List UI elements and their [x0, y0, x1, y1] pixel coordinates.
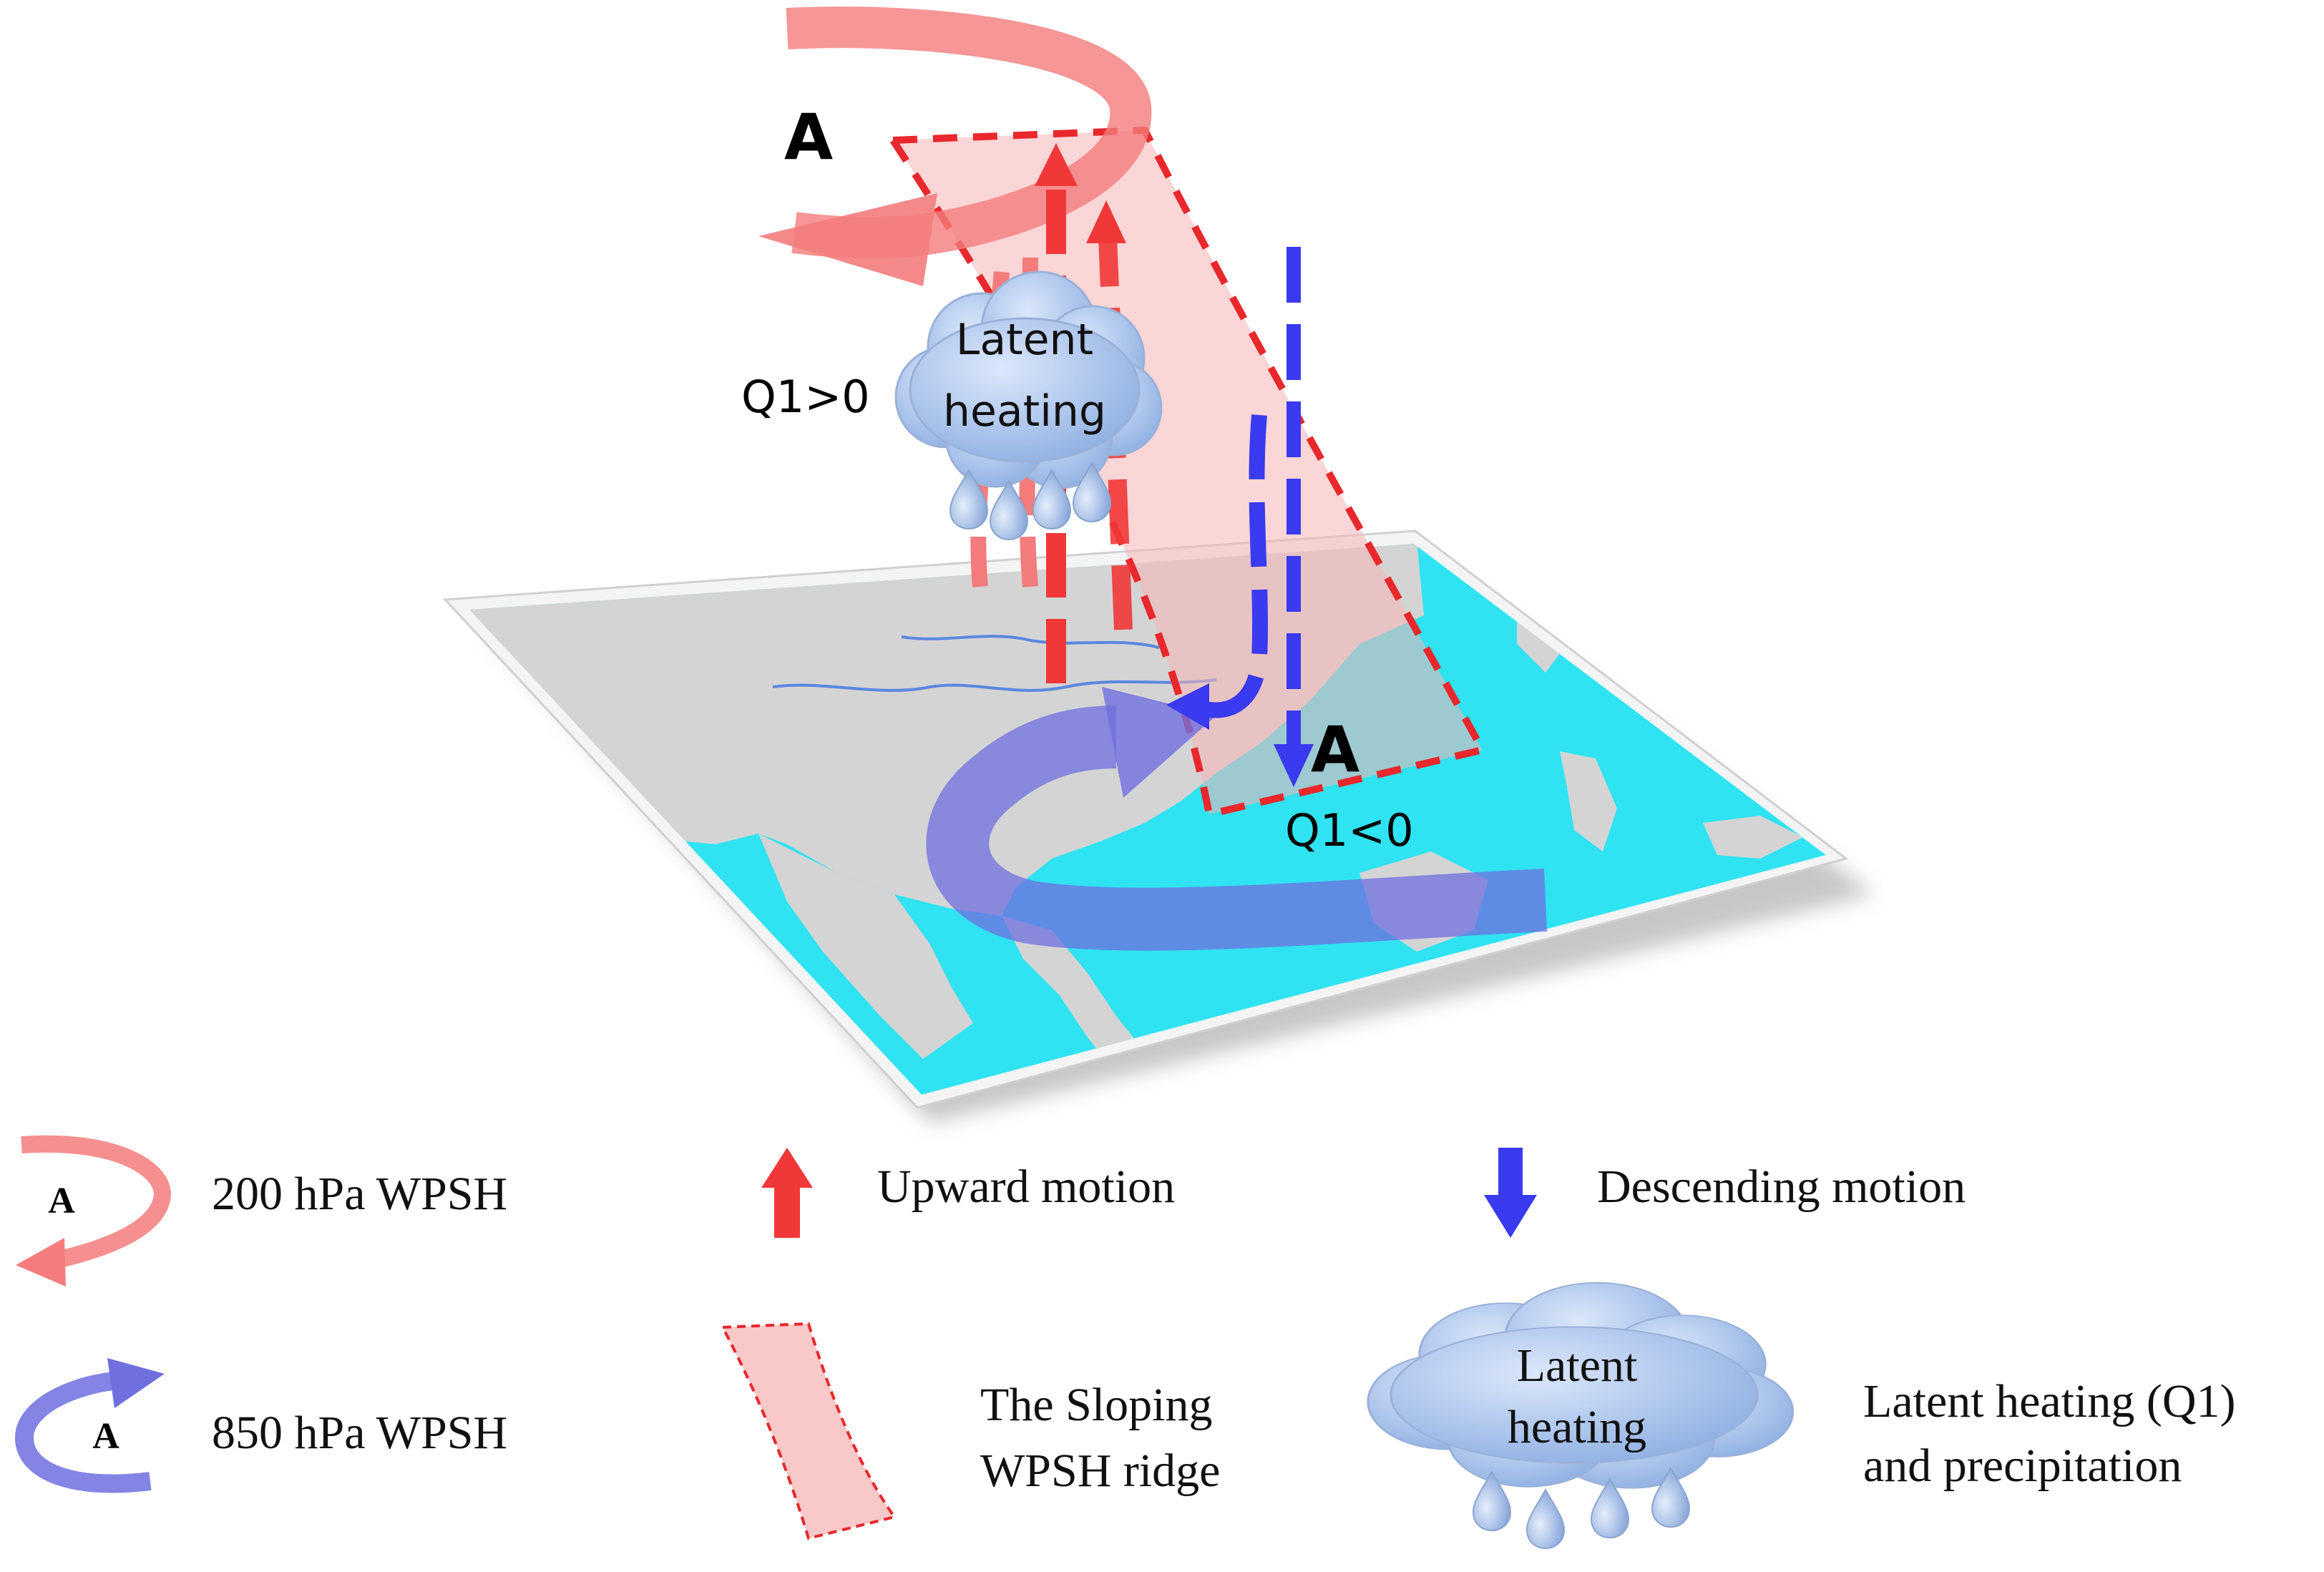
descending-arrow-icon: [1484, 1148, 1537, 1238]
legend-850hpa-label: 850 hPa WPSH: [212, 1407, 507, 1459]
legend: A 200 hPa WPSH A 850 hPa WPSH Upward mot…: [15, 1135, 2235, 1549]
upward-arrow-icon: [761, 1148, 813, 1238]
anticyclone-850hpa-icon: [15, 1358, 165, 1493]
legend-850hpa-symbol: A: [92, 1416, 119, 1457]
map-river: [772, 678, 1217, 692]
descending-motion-arrows: [1166, 247, 1314, 787]
label-q1-positive: Q1>0: [741, 371, 870, 423]
map-land-south-asia: [758, 834, 973, 1059]
sloping-ridge-icon: [720, 1322, 897, 1541]
legend-descending-label: Descending motion: [1597, 1161, 1966, 1213]
map-river-north: [901, 635, 1160, 649]
legend-ridge-line2: WPSH ridge: [980, 1445, 1220, 1497]
cloud-text-line1: Latent: [956, 315, 1093, 365]
map-land-philippines: [1560, 751, 1617, 851]
cloud-text-line2: heating: [943, 386, 1106, 436]
legend-heating-line2: and precipitation: [1863, 1440, 2182, 1492]
legend-upward-label: Upward motion: [877, 1161, 1175, 1213]
latent-heating-cloud: Latent heating: [894, 270, 1163, 540]
map-land-new-guinea: [1703, 816, 1803, 859]
label-a-upper: A: [784, 100, 833, 174]
label-a-lower: A: [1311, 713, 1359, 786]
map-land-indochina: [1002, 916, 1145, 1073]
anticyclone-200hpa-icon: [16, 1135, 171, 1287]
wpsh-200hpa-flow: [758, 6, 1152, 286]
legend-ridge-line1: The Sloping: [980, 1379, 1213, 1431]
label-q1-negative: Q1<0: [1285, 804, 1414, 856]
legend-cloud-line2: heating: [1508, 1401, 1646, 1453]
legend-cloud-line1: Latent: [1517, 1339, 1638, 1392]
base-map: [442, 529, 1875, 1123]
legend-heating-line1: Latent heating (Q1): [1863, 1375, 2235, 1427]
legend-200hpa-symbol: A: [48, 1181, 75, 1221]
legend-200hpa-label: 200 hPa WPSH: [212, 1168, 507, 1220]
